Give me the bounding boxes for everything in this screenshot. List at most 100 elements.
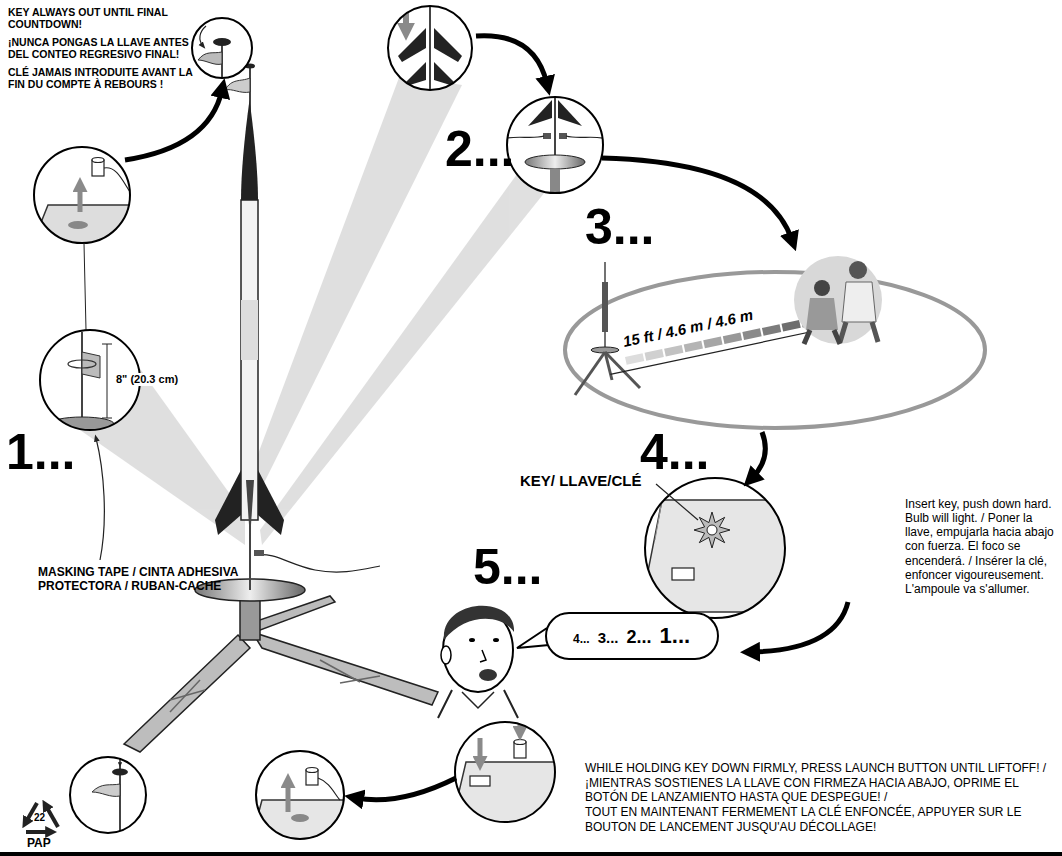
- warning-text: CLÉ JAMAIS INTRODUITE AVANT LA FIN DU CO…: [8, 66, 206, 91]
- recycle-symbol: [26, 803, 58, 832]
- launch-scene-part-part: [723, 332, 742, 344]
- launch-pad-part: [320, 660, 360, 682]
- tape-callout-part-part: [82, 352, 100, 378]
- clip-callout-part-part: [550, 169, 560, 199]
- remove-clip-callout-part-part: [112, 769, 128, 776]
- key-removed-callout: [250, 751, 352, 845]
- step-number: 1...: [6, 425, 75, 480]
- rod-top-callout-part: [192, 18, 252, 78]
- controller-key-callout-part-part: [694, 512, 730, 548]
- launch-scene-part: [804, 330, 840, 344]
- rocket-on-rod-callout-part-part: [398, 28, 426, 62]
- flow-arrows-part: [356, 778, 456, 800]
- warning-block: KEY ALWAYS OUT UNTIL FINAL COUNTDOWN!¡NU…: [8, 6, 206, 95]
- person-counting-part: [493, 638, 499, 642]
- tape-callout-part: [50, 332, 114, 431]
- clip-callout-part: [500, 96, 610, 199]
- flow-arrows-part: [752, 432, 765, 478]
- tape-callout-part-part: [102, 344, 112, 345]
- controller-key-callout-part-part: [790, 498, 820, 508]
- controller-key-callout-part: [656, 484, 698, 520]
- launch-scene-part-part: [742, 328, 761, 340]
- step-number: 3...: [585, 200, 654, 255]
- key-removed-callout-part-part: [291, 814, 309, 822]
- launch-scene-part: [849, 261, 867, 279]
- warning-text: KEY ALWAYS OUT UNTIL FINAL COUNTDOWN!: [8, 6, 206, 31]
- tape-callout-part-part: [81, 332, 83, 428]
- key-removed-callout-part-part: [306, 768, 318, 773]
- flow-arrows-part: [752, 602, 848, 652]
- person-counting: [438, 606, 549, 718]
- rocket-part: [225, 78, 250, 92]
- controller-key-callout-part-part: [707, 525, 717, 535]
- key-out-callout-part: [34, 147, 130, 243]
- key-removed-callout-part: [256, 751, 344, 839]
- key-out-callout-part-part: [92, 158, 104, 163]
- recycle-symbol-part: [46, 806, 58, 827]
- key-out-callout-part: [30, 158, 150, 251]
- launch-scene-part: [806, 298, 838, 330]
- launch-pad-part: [124, 635, 250, 752]
- step-number: 5...: [473, 540, 542, 595]
- launch-scene-part: [602, 282, 608, 332]
- recycle-symbol-part: [26, 830, 50, 834]
- launch-scene-part: [605, 352, 612, 380]
- rocket: [215, 64, 380, 591]
- tape-callout-part-part: [107, 344, 108, 418]
- launch-scene-part-part: [762, 324, 781, 336]
- key-out-callout-part-part: [104, 168, 140, 205]
- person-counting-part: [479, 669, 497, 681]
- launch-scene-part-part: [684, 341, 703, 353]
- part-label: MASKING TAPE / CINTA ADHESIVA PROTECTORA…: [38, 565, 253, 593]
- countdown-text: 1...: [660, 623, 691, 649]
- key-out-callout-part: [84, 243, 86, 330]
- controller-press-callout-part-part: [470, 776, 490, 786]
- key-removed-callout-part: [250, 768, 352, 846]
- person-counting-part: [444, 606, 514, 640]
- controller-press-callout-part-part: [514, 740, 526, 745]
- launch-scene-part: [794, 256, 882, 344]
- countdown-text: 3...: [598, 629, 619, 646]
- rocket-on-rod-callout-part: [398, 4, 462, 92]
- light-beams-part: [260, 170, 545, 545]
- clip-callout-part-part: [525, 155, 585, 169]
- recycle-number: 22: [34, 812, 45, 824]
- rocket-on-rod-callout: [388, 4, 472, 92]
- rocket-part: [254, 550, 264, 556]
- launch-scene-part-part: [625, 353, 644, 365]
- flow-arrows-part: [476, 36, 547, 84]
- bottom-rule: [0, 852, 1062, 856]
- launch-pad: [124, 579, 438, 752]
- clip-callout-part: [507, 97, 603, 193]
- dimension-label: 8" (20.3 cm): [114, 373, 180, 386]
- tape-callout-part-part: [68, 360, 96, 368]
- launch-pad-part: [340, 676, 380, 683]
- clip-callout: [500, 96, 610, 199]
- instruction-text: TOUT EN MAINTENANT FERMEMENT LA CLÉ ENFO…: [585, 805, 1055, 833]
- instruction-note: Insert key, push down hard. Bulb will li…: [905, 497, 1057, 596]
- launch-scene-part-part: [664, 345, 683, 357]
- rod-top-callout: [192, 18, 252, 80]
- launch-scene-part: [575, 352, 605, 395]
- key-removed-callout-part-part: [286, 782, 291, 812]
- countdown-text: 4...: [573, 632, 590, 646]
- rod-top-callout-part-part: [213, 38, 231, 46]
- person-counting-part: [462, 692, 494, 708]
- flow-arrows-part: [125, 90, 222, 160]
- launch-scene-part: [814, 280, 830, 296]
- clip-callout-part-part: [543, 133, 551, 139]
- launch-scene-part: [840, 322, 878, 342]
- rocket-part: [256, 555, 380, 573]
- tape-callout-part-part: [102, 418, 112, 419]
- speech-bubble: 4...3...2...1...: [545, 612, 719, 660]
- remove-clip-callout: [70, 752, 146, 835]
- instruction-text: ¡MIENTRAS SOSTIENES LA LLAVE CON FIRMEZA…: [585, 776, 1055, 804]
- controller-press-callout: [450, 714, 565, 830]
- controller-press-callout-part: [455, 722, 555, 822]
- instruction-text: WHILE HOLDING KEY DOWN FIRMLY, PRESS LAU…: [585, 761, 1055, 775]
- launch-pad-part: [170, 690, 205, 700]
- key-out-callout-part-part: [78, 186, 83, 212]
- rocket-part: [241, 300, 258, 360]
- key-removed-callout-part-part: [318, 778, 340, 800]
